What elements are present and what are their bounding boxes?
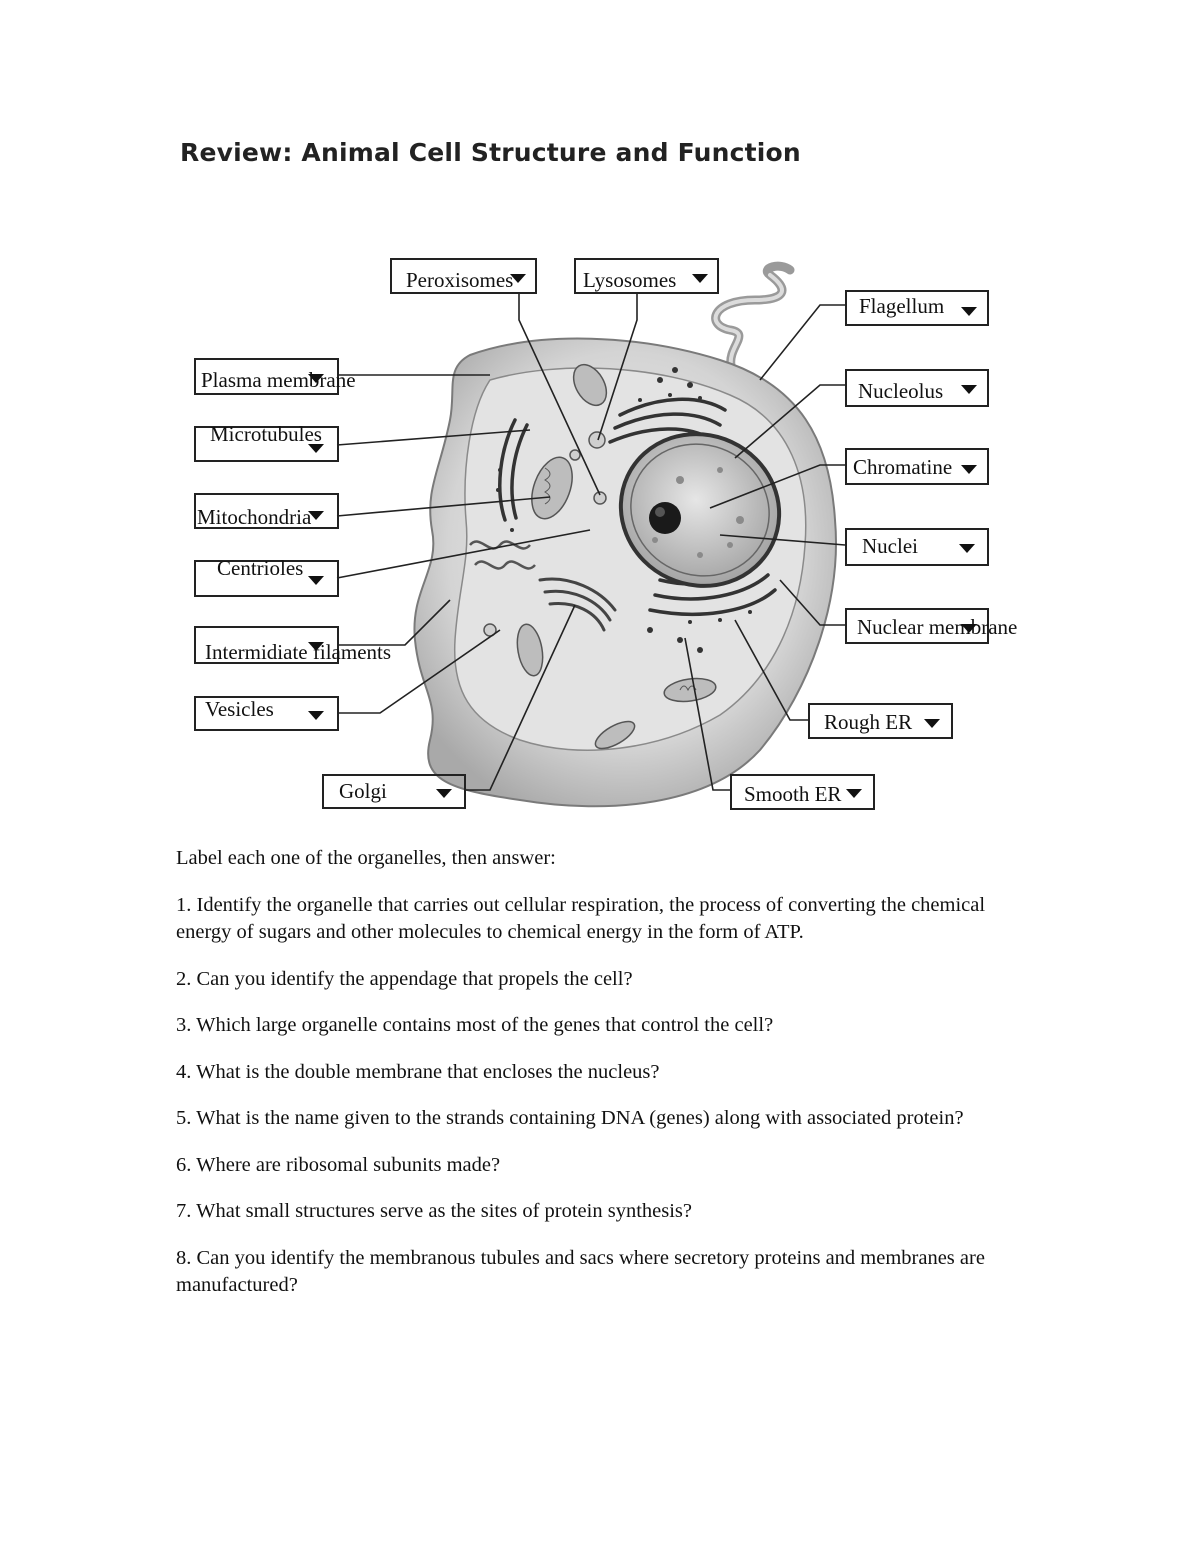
label-centrioles: Centrioles xyxy=(217,556,304,580)
label-plasma-membrane: Plasma membrane xyxy=(201,368,356,392)
chevron-down-icon xyxy=(924,719,940,728)
label-flagellum: Flagellum xyxy=(859,294,945,318)
instructions: Label each one of the organelles, then a… xyxy=(176,847,556,869)
chevron-down-icon xyxy=(308,642,324,651)
dropdown-nuclei[interactable] xyxy=(845,528,989,566)
label-lysosomes: Lysosomes xyxy=(583,268,677,292)
label-nuclear-membrane: Nuclear membrane xyxy=(857,615,1018,639)
question-5: 5. What is the name given to the strands… xyxy=(176,1107,964,1129)
chevron-down-icon xyxy=(308,711,324,720)
dropdown-peroxisomes[interactable] xyxy=(390,258,537,294)
page-title: Review: Animal Cell Structure and Functi… xyxy=(180,138,801,167)
chevron-down-icon xyxy=(308,576,324,585)
chevron-down-icon xyxy=(692,274,708,283)
dropdown-intermediate-filaments[interactable] xyxy=(194,626,339,664)
dropdown-golgi[interactable] xyxy=(322,774,466,809)
label-peroxisomes: Peroxisomes xyxy=(406,268,514,292)
chevron-down-icon xyxy=(846,789,862,798)
label-microtubules: Microtubules xyxy=(210,422,322,446)
question-3: 3. Which large organelle contains most o… xyxy=(176,1014,774,1036)
dropdown-centrioles[interactable] xyxy=(194,560,339,597)
chevron-down-icon xyxy=(308,511,324,520)
label-rough-er: Rough ER xyxy=(824,710,913,734)
dropdown-mitochondria[interactable] xyxy=(194,493,339,529)
nucleolus-shape xyxy=(649,502,681,534)
dropdown-chromatine[interactable] xyxy=(845,448,989,485)
dropdown-lysosomes[interactable] xyxy=(574,258,719,294)
question-2: 2. Can you identify the appendage that p… xyxy=(176,967,633,990)
label-chromatine: Chromatine xyxy=(853,455,953,479)
dropdown-flagellum[interactable] xyxy=(845,290,989,326)
label-vesicles: Vesicles xyxy=(205,697,274,721)
chevron-down-icon xyxy=(959,544,975,553)
question-1: 1. Identify the organelle that carries o… xyxy=(176,893,986,944)
nucleus-shape xyxy=(618,432,782,588)
label-nucleolus: Nucleolus xyxy=(858,379,944,403)
chevron-down-icon xyxy=(308,374,324,383)
questions-section: Label each one of the organelles, then a… xyxy=(176,845,1036,1319)
chevron-down-icon xyxy=(961,465,977,474)
dropdown-vesicles[interactable] xyxy=(194,696,339,731)
dropdown-nuclear-membrane[interactable] xyxy=(845,608,989,644)
dropdown-nucleolus[interactable] xyxy=(845,369,989,407)
dropdown-plasma-membrane[interactable] xyxy=(194,358,339,395)
chevron-down-icon xyxy=(308,444,324,453)
question-6: 6. Where are ribosomal subunits made? xyxy=(176,1153,501,1176)
dropdown-microtubules[interactable] xyxy=(194,426,339,462)
chevron-down-icon xyxy=(961,307,977,316)
chevron-down-icon xyxy=(510,274,526,283)
animal-cell-diagram xyxy=(336,261,846,808)
dropdown-smooth-er[interactable] xyxy=(730,774,875,810)
question-8: 8. Can you identify the membranous tubul… xyxy=(176,1246,985,1297)
chevron-down-icon xyxy=(961,385,977,394)
question-4: 4. What is the double membrane that encl… xyxy=(176,1060,660,1083)
label-nuclei: Nuclei xyxy=(862,534,918,558)
label-golgi: Golgi xyxy=(339,779,387,803)
label-smooth-er: Smooth ER xyxy=(744,782,842,806)
question-7: 7. What small structures serve as the si… xyxy=(176,1200,692,1222)
chevron-down-icon xyxy=(436,789,452,798)
dropdown-rough-er[interactable] xyxy=(808,703,953,739)
label-intermediate-filaments: Intermidiate filaments xyxy=(205,640,392,664)
label-mitochondria: Mitochondria xyxy=(197,505,312,529)
chevron-down-icon xyxy=(961,624,977,633)
